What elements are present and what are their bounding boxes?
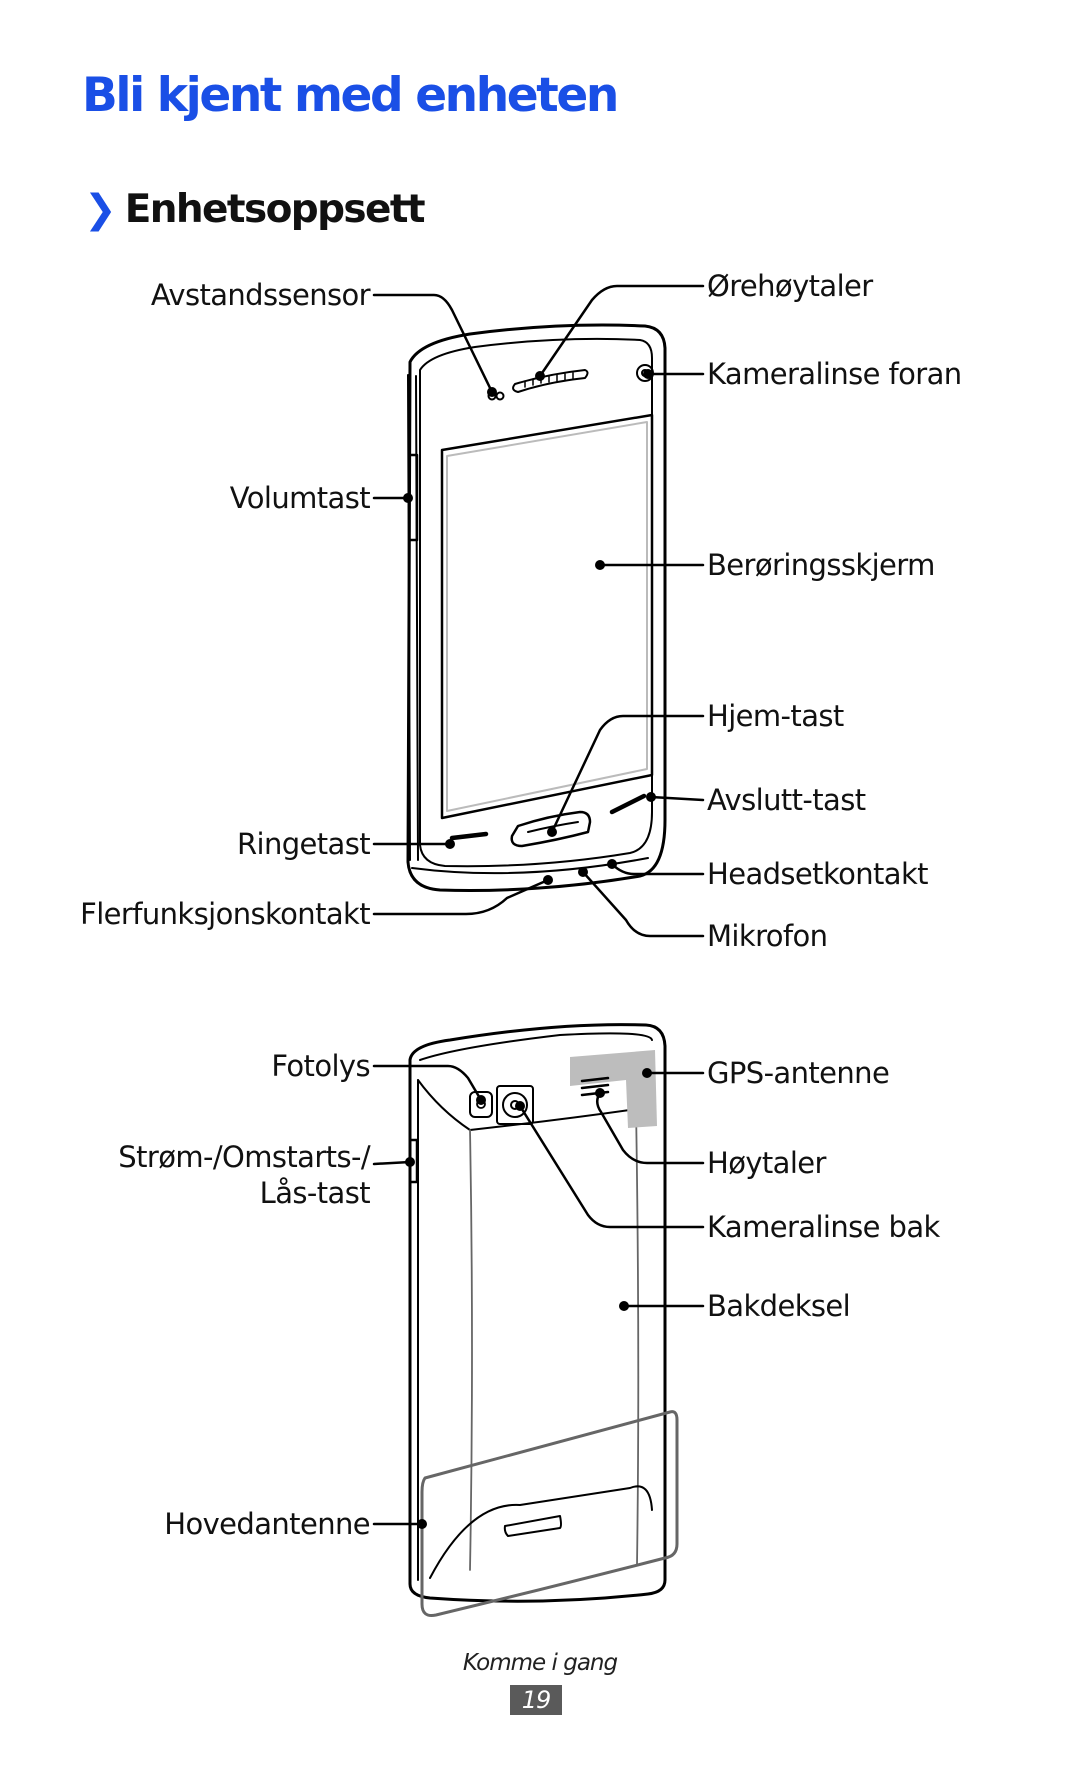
label-power-key-line2: Lås-tast <box>260 1176 371 1210</box>
label-volume-key: Volumtast <box>230 481 370 515</box>
label-multifunction-jack: Flerfunksjonskontakt <box>80 897 370 931</box>
label-flash: Fotolys <box>271 1049 370 1083</box>
label-rear-camera: Kameralinse bak <box>707 1210 941 1244</box>
earpiece-grille <box>512 369 589 393</box>
section-title: Enhetsoppsett <box>124 187 426 232</box>
label-proximity-sensor: Avstandssensor <box>151 278 371 312</box>
front-phone-illustration <box>406 323 667 892</box>
back-phone-illustration <box>408 1023 679 1617</box>
label-microphone: Mikrofon <box>707 919 827 953</box>
section-heading: ❯Enhetsoppsett <box>84 187 426 232</box>
back-callout-dots <box>405 1068 652 1529</box>
footer-section-name: Komme i gang <box>462 1650 618 1676</box>
label-gps-antenna: GPS-antenne <box>707 1056 889 1090</box>
label-front-camera: Kameralinse foran <box>707 357 962 391</box>
back-labels: Fotolys Strøm-/Omstarts-/ Lås-tast Hoved… <box>118 1049 941 1541</box>
label-main-antenna: Hovedantenne <box>164 1507 370 1541</box>
label-headset-jack: Headsetkontakt <box>707 857 928 891</box>
page-title: Bli kjent med enheten <box>82 68 619 123</box>
label-power-key-line1: Strøm-/Omstarts-/ <box>118 1140 371 1174</box>
label-end-key: Avslutt-tast <box>707 783 866 817</box>
front-callout-lines <box>372 284 705 938</box>
page-number: 19 <box>510 1685 562 1715</box>
label-touchscreen: Berøringsskjerm <box>707 548 935 582</box>
back-callout-lines <box>372 1064 705 1526</box>
front-labels: Avstandssensor Volumtast Ringetast Flerf… <box>80 269 962 953</box>
label-home-key: Hjem-tast <box>707 699 844 733</box>
front-callout-dots <box>403 369 656 885</box>
label-dial-key: Ringetast <box>237 827 370 861</box>
label-speaker: Høytaler <box>707 1146 827 1180</box>
chevron-right-icon: ❯ <box>84 187 117 232</box>
label-earpiece: Ørehøytaler <box>707 269 873 303</box>
label-back-cover: Bakdeksel <box>707 1289 850 1323</box>
